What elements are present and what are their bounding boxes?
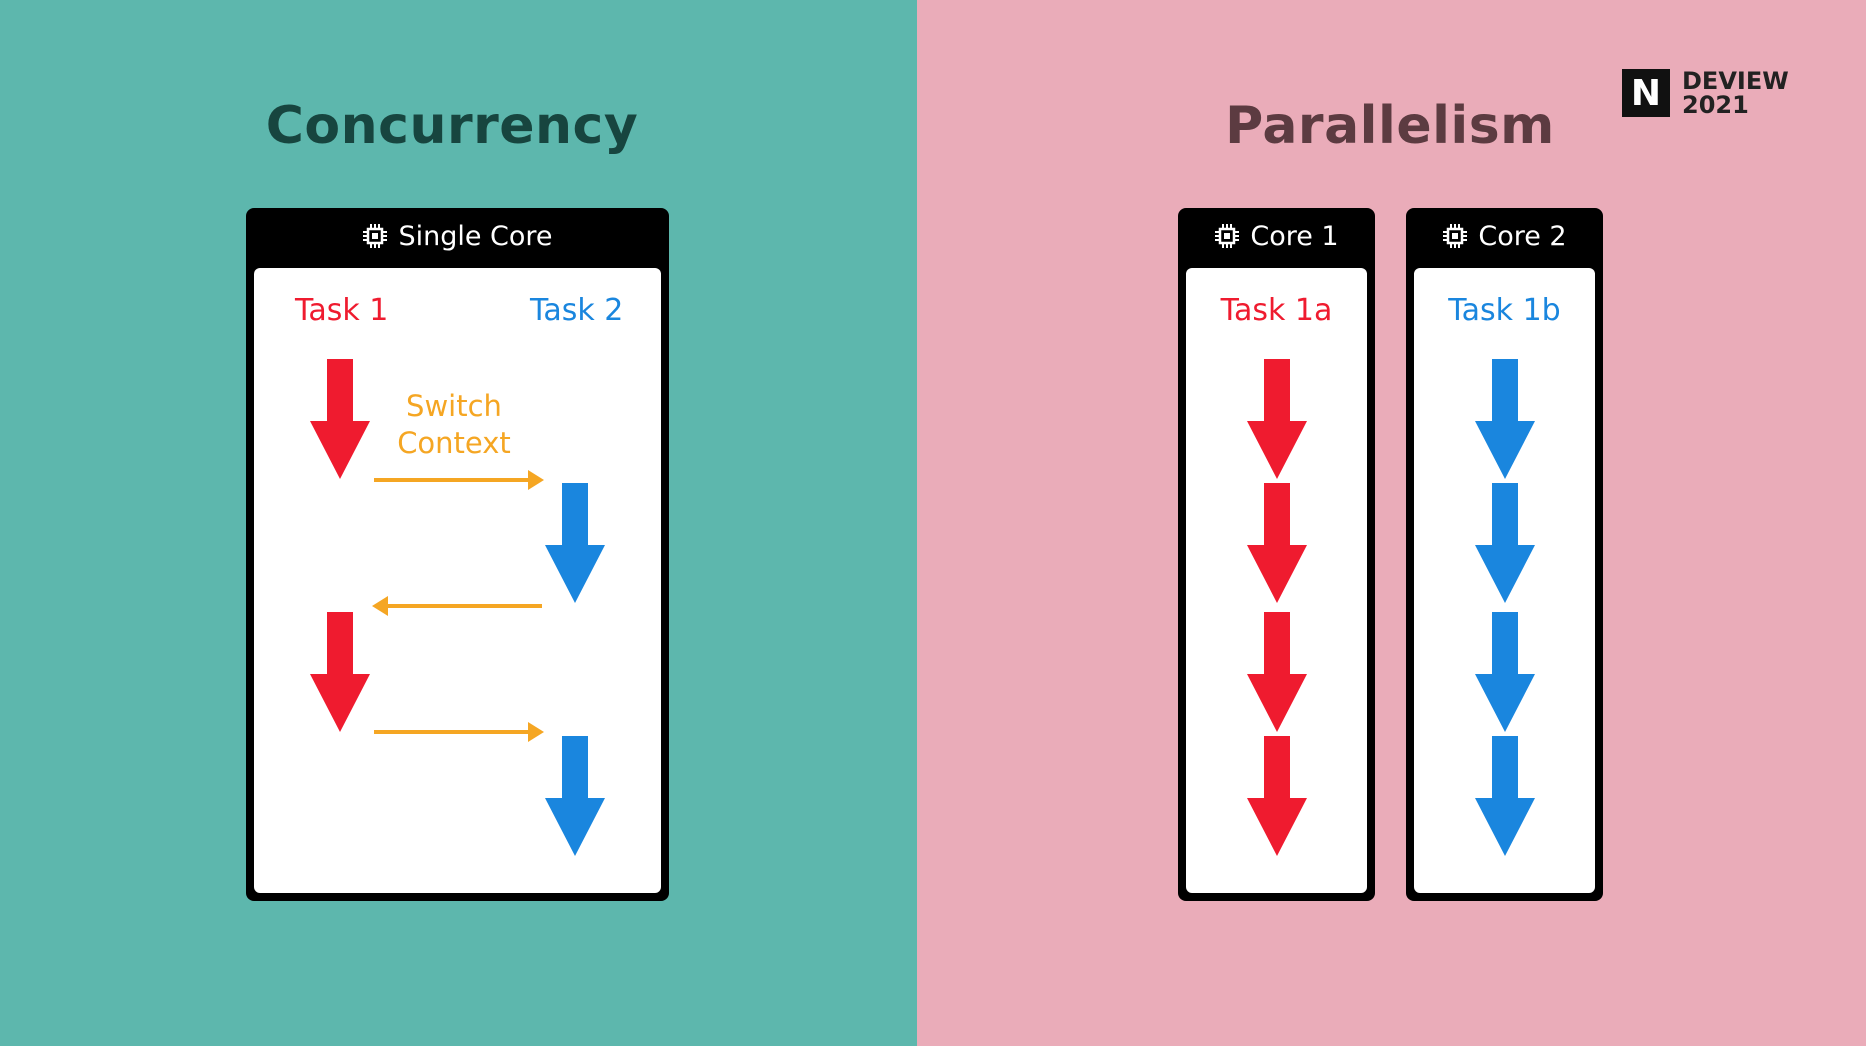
task1b-arrow [1475,359,1535,479]
chip-icon [363,224,388,248]
core1-header: Core 1 [1178,208,1375,264]
task2-label: Task 2 [530,293,624,328]
chip-icon [1215,224,1240,248]
deview-logo: N DEVIEW 2021 [1622,69,1789,117]
parallelism-panel [917,0,1866,1046]
single-core-header: Single Core [246,208,669,264]
task2-arrow [545,736,605,856]
switch-line2: Context [397,426,511,460]
task1b-arrow [1475,612,1535,732]
task1a-arrow [1247,736,1307,856]
logo-line1: DEVIEW [1682,67,1789,95]
core1-label: Core 1 [1250,220,1339,252]
logo-text: DEVIEW 2021 [1682,69,1789,117]
switch-arrow-right [374,470,544,490]
task1b-arrow [1475,736,1535,856]
core2-header: Core 2 [1406,208,1603,264]
chip-icon [1443,224,1468,248]
single-core-label: Single Core [398,220,553,252]
single-core-body [254,268,661,893]
task1a-arrow [1247,483,1307,603]
parallelism-title: Parallelism [1225,96,1555,156]
task1a-arrow [1247,612,1307,732]
switch-line1: Switch [406,389,502,423]
switch-arrow-right [374,722,544,742]
task1-label: Task 1 [295,293,389,328]
logo-mark: N [1622,69,1670,117]
task1a-label: Task 1a [1220,293,1333,328]
core2-label: Core 2 [1478,220,1567,252]
task1-arrow [310,359,370,479]
task2-arrow [545,483,605,603]
task1b-label: Task 1b [1448,293,1561,328]
switch-arrow-left [372,596,542,616]
task1-arrow [310,612,370,732]
concurrency-title: Concurrency [265,96,639,156]
logo-line2: 2021 [1682,91,1749,119]
task1b-arrow [1475,483,1535,603]
task1a-arrow [1247,359,1307,479]
switch-context-label: Switch Context [385,388,523,462]
